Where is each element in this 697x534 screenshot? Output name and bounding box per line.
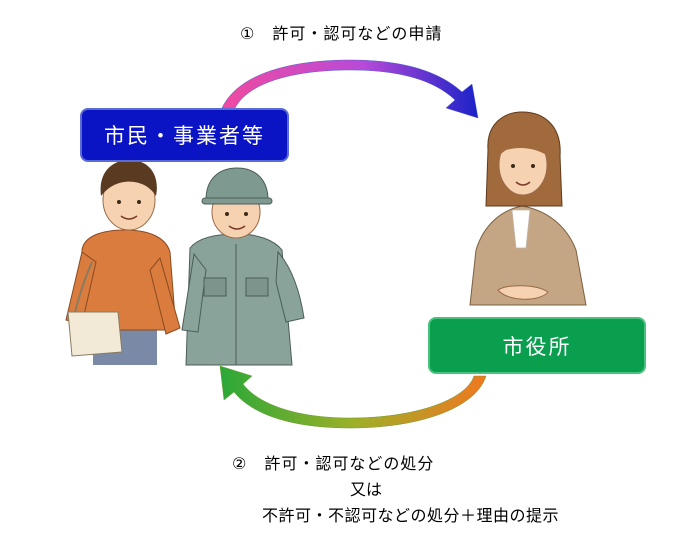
rejection-step-label: 不許可・不認可などの処分＋理由の提示 (262, 506, 560, 525)
decision-arrow (219, 365, 487, 429)
official-woman-icon (469, 111, 587, 306)
citizens-label: 市民・事業者等 (104, 124, 265, 148)
city-hall-label-box: 市役所 (428, 317, 646, 374)
decision-or-label: 又は (350, 480, 383, 499)
application-arrow (221, 59, 479, 119)
citizen-man-icon (65, 160, 181, 365)
citizens-label-box: 市民・事業者等 (80, 108, 289, 162)
decision-step-label: ② 許可・認可などの処分 (232, 454, 435, 473)
city-hall-label: 市役所 (502, 334, 572, 359)
application-step-label: ① 許可・認可などの申請 (240, 24, 443, 43)
citizen-worker-icon (181, 167, 305, 366)
